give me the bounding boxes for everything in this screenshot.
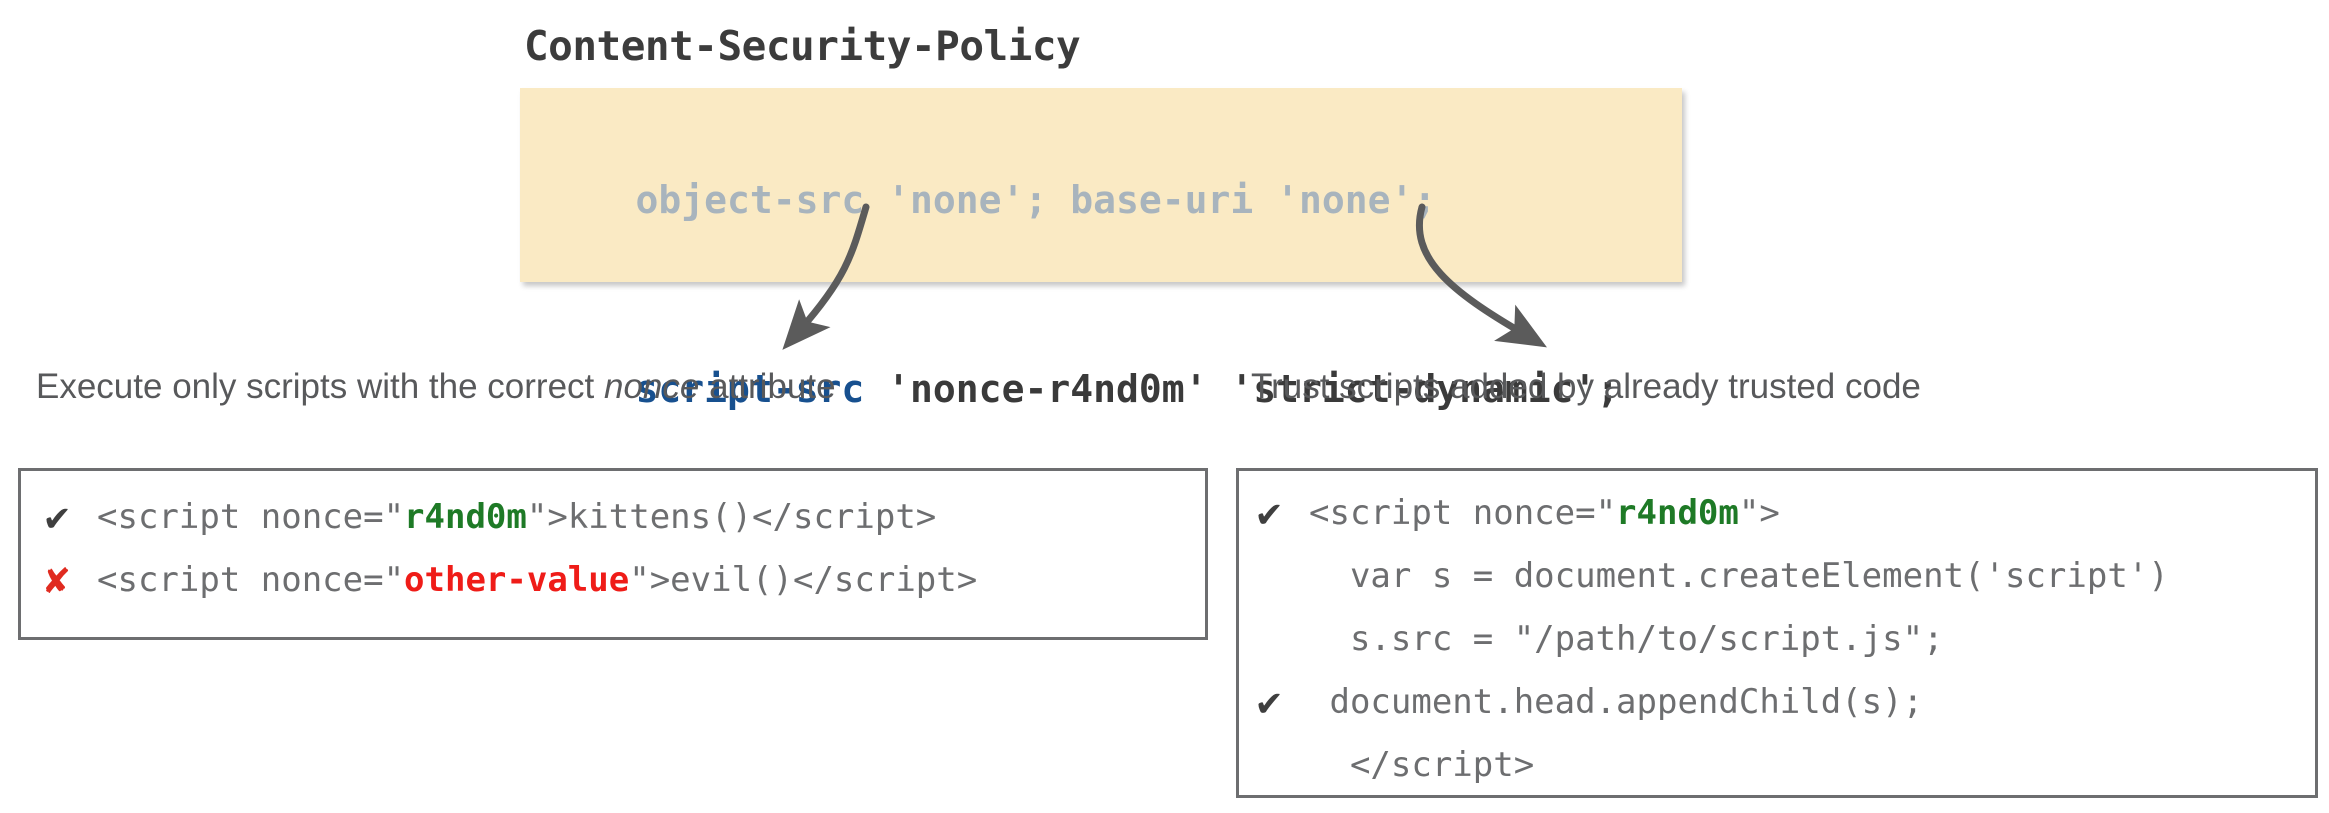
code-segment-pre: <script nonce=" [97,496,405,537]
code-line: </script> [1239,733,2315,796]
directive-base-uri: base-uri [1047,178,1254,222]
checkmark-icon: ✔ [45,493,70,540]
csp-policy-block: object-src 'none'; base-uri 'none'; scri… [520,88,1682,411]
code-segment-pre: s.src = "/path/to/script.js"; [1309,618,1944,659]
code-line: s.src = "/path/to/script.js"; [1239,607,2315,670]
code-line: ✔ <script nonce="r4nd0m">kittens()</scrip… [21,485,1205,548]
policy-line-1: object-src 'none'; base-uri 'none'; [544,106,1682,295]
caption-left-after: attribute [699,367,836,406]
code-segment-post: "> [1738,492,1780,533]
caption-right: Trust scripts added by already trusted c… [1251,367,1921,406]
policy-line-2: script-src 'nonce-r4nd0m' 'strict-dynami… [544,295,1682,484]
code-line: var s = document.createElement('script') [1239,544,2315,607]
example-box-nonce: ✔<script nonce="r4nd0m">kittens()</scrip… [18,468,1208,640]
value-object-src: 'none'; [864,178,1048,222]
value-nonce: 'nonce-r4nd0m' [864,367,1208,411]
checkmark-icon: ✔ [1257,678,1282,725]
code-text: <script nonce="r4nd0m"> [1309,493,1780,533]
caption-left: Execute only scripts with the correct no… [36,367,836,407]
code-segment-pre: </script> [1309,744,1535,785]
code-text: <script nonce="other-value">evil()</scri… [97,560,977,600]
code-text: <script nonce="r4nd0m">kittens()</script… [97,497,936,537]
code-segment-highlight: other-value [404,559,630,600]
code-line: ✔ <script nonce="r4nd0m"> [1239,481,2315,544]
code-text: var s = document.createElement('script') [1309,556,2169,596]
page-title: Content-Security-Policy [524,22,1081,70]
directive-script-src: script-src [635,367,865,411]
code-text: document.head.appendChild(s); [1309,682,1923,722]
value-base-uri: 'none'; [1253,178,1437,222]
code-segment-post: ">kittens()</script> [526,496,937,537]
code-segment-pre: var s = document.createElement('script') [1309,555,2169,596]
checkmark-icon: ✔ [1257,489,1282,536]
caption-left-before: Execute only scripts with the correct [36,367,604,406]
code-segment-pre: <script nonce=" [97,559,405,600]
code-segment-highlight: r4nd0m [1616,492,1739,533]
code-text: s.src = "/path/to/script.js"; [1309,619,1944,659]
code-segment-post: ">evil()</script> [629,559,978,600]
code-line: ✔ document.head.appendChild(s); [1239,670,2315,733]
cross-icon: ✘ [45,556,70,603]
code-line: ✘ <script nonce="other-value">evil()</scr… [21,548,1205,611]
code-segment-highlight: r4nd0m [404,496,527,537]
caption-left-italic-nonce: nonce [604,367,700,406]
code-segment-pre: <script nonce=" [1309,492,1617,533]
example-box-strict-dynamic: ✔ <script nonce="r4nd0m"> var s = documen… [1236,468,2318,798]
code-text: </script> [1309,745,1534,785]
code-segment-pre: document.head.appendChild(s); [1309,681,1924,722]
value-strict-dynamic: 'strict-dynamic'; [1207,367,1620,411]
directive-object-src: object-src [635,178,865,222]
